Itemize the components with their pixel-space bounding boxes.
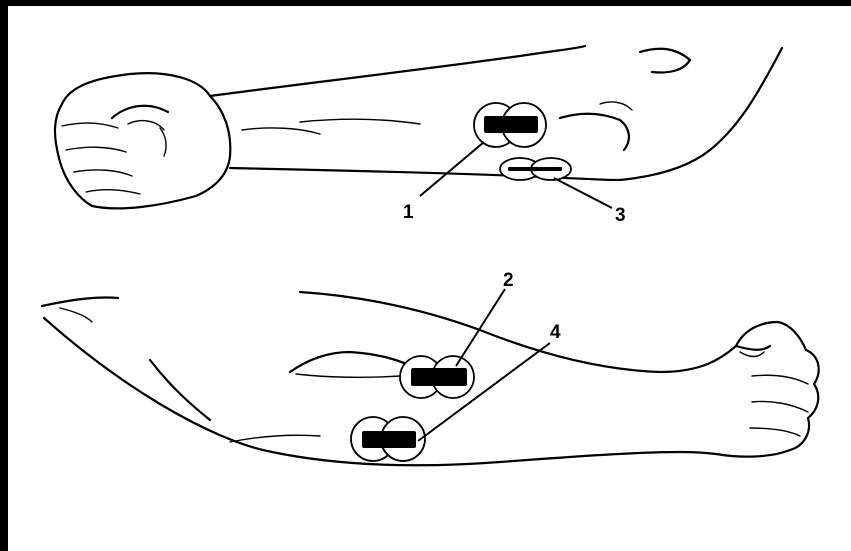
label-2: 2 [503,270,514,291]
label-1: 1 [403,202,414,223]
label-3: 3 [615,205,626,226]
electrode-pad-1 [474,103,546,147]
leader-line-2 [456,289,505,366]
electrode-pad-4 [351,417,425,461]
label-4: 4 [550,322,561,343]
upper-arm-illustration [55,46,782,208]
leader-line-3 [554,178,612,208]
leader-line-1 [420,142,484,196]
electrode-pad-2 [400,356,474,398]
electrode-pad-3 [500,158,571,180]
